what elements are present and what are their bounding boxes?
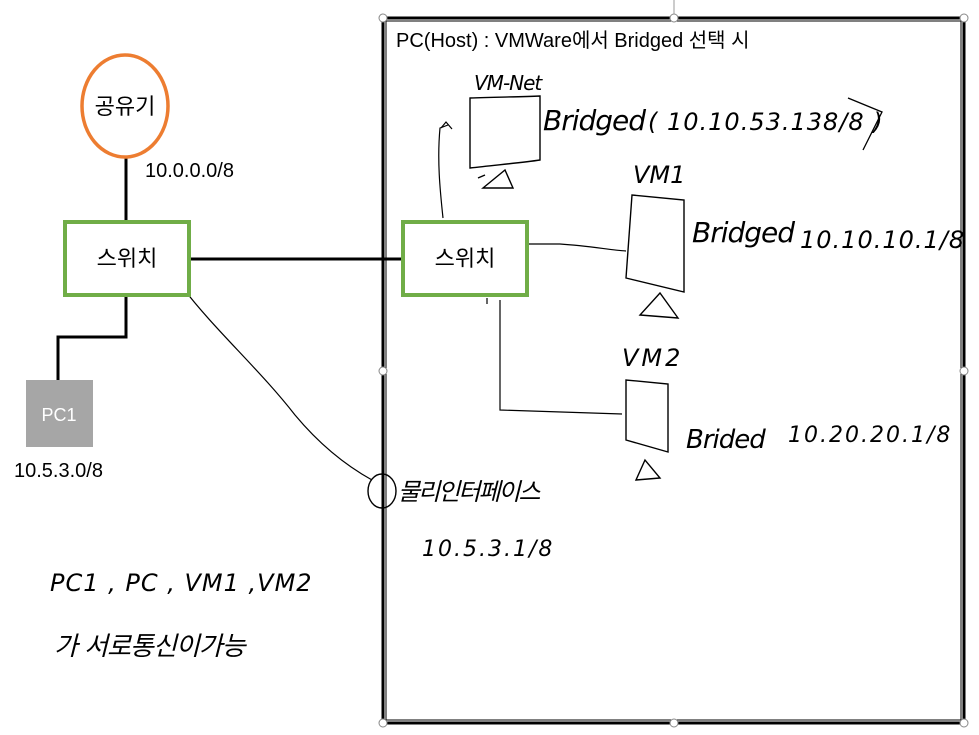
switch-physical-link <box>182 287 373 481</box>
left-switch-label: 스위치 <box>97 246 158 271</box>
left-switch-node[interactable] <box>63 220 191 297</box>
vm-net-ip: ( 10.10.53.138/8 ) <box>648 108 884 136</box>
connections <box>56 121 627 481</box>
right-switch-node[interactable] <box>401 220 529 297</box>
vm2-name: VM2 <box>622 344 683 372</box>
router-node[interactable] <box>80 53 170 159</box>
note-line-1: PC1 , PC , VM1 ,VM2 <box>50 569 313 597</box>
pc1-label: PC1 <box>41 405 76 425</box>
switch-pc1-link <box>56 295 128 380</box>
router-subnet: 10.0.0.0/8 <box>145 160 234 182</box>
physical-interface-ip: 10.5.3.1/8 <box>422 537 554 562</box>
vm2-monitor-icon <box>625 379 669 481</box>
router-label: 공유기 <box>95 94 156 119</box>
physical-interface-label: 물리인터페이스 <box>398 478 541 506</box>
vm2-ip: 10.20.20.1/8 <box>788 423 952 448</box>
switch-vmnet-link <box>438 124 449 219</box>
physical-interface-icon <box>367 473 397 509</box>
selection-handles[interactable] <box>378 13 969 728</box>
vm1-monitor-icon <box>625 194 685 319</box>
host-frame[interactable] <box>378 0 969 728</box>
note-line-2: 가 서로통신이가능 <box>54 632 248 662</box>
vmnet-bracket <box>847 97 883 151</box>
vm1-mode: Bridged <box>692 216 795 249</box>
right-switch-label: 스위치 <box>435 246 496 271</box>
host-title: PC(Host) : VMWare에서 Bridged 선택 시 <box>396 29 750 52</box>
vm-net-name: VM-Net <box>474 71 543 95</box>
vm1-ip: 10.10.10.1/8 <box>800 226 965 254</box>
vm2-mode: Brided <box>686 425 766 455</box>
switch-vm2-link <box>499 300 623 415</box>
switch-vm1-link <box>527 243 627 252</box>
vm1-name: VM1 <box>633 161 685 189</box>
vm-net-monitor-icon <box>469 95 541 189</box>
pc1-ip: 10.5.3.0/8 <box>14 460 103 482</box>
pc1-node[interactable] <box>26 380 93 447</box>
vm-net-mode: Bridged <box>543 104 646 137</box>
